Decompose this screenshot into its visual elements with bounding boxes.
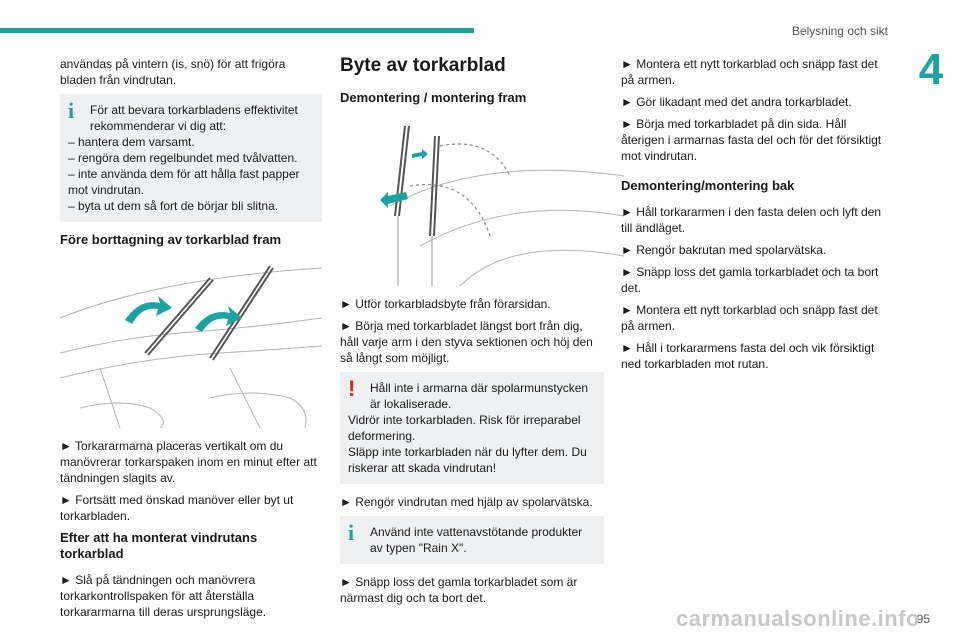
column-2: Byte av torkarblad Demontering / monteri…: [340, 55, 624, 612]
section-title: Belysning och sikt: [791, 24, 888, 38]
wiper-removal-illustration: [380, 125, 624, 286]
warn-first: Håll inte i armarna där spolarmunstycken…: [370, 381, 589, 411]
column-1: användas på vintern (is, snö) för att fr…: [60, 56, 322, 626]
info-first: Använd inte vattenavstötande produkter a…: [370, 525, 583, 555]
page-heading: Byte av torkarblad: [340, 55, 506, 76]
intro-text: användas på vintern (is, snö) för att fr…: [60, 57, 286, 87]
step-text: ► Montera ett nytt torkarblad och snäpp …: [621, 57, 878, 87]
step-text: ► Slå på tändningen och manövrera torkar…: [60, 573, 267, 619]
info-note: i För att bevara torkarbladens effektivi…: [60, 94, 322, 222]
step-text: ► Fortsätt med önskad manöver eller byt …: [60, 493, 294, 523]
step-text: ► Snäpp loss det gamla torkarbladet och …: [621, 265, 879, 295]
step-text: ► Börja med torkarbladet längst bort frå…: [340, 319, 593, 365]
watermark: carmanualsonline.info: [676, 606, 920, 631]
subheading-rear: Demontering/montering bak: [621, 178, 795, 193]
heading-after-mount: Efter att ha monterat vindrutans torkarb…: [60, 530, 258, 561]
note-item: – rengöra dem regelbundet med tvålvatten…: [68, 151, 298, 165]
step-text: ► Håll i torkararmens fasta del och vik …: [621, 341, 875, 371]
note-item: – hantera dem varsamt.: [68, 135, 195, 149]
note-item: – byta ut dem så fort de börjar bli slit…: [68, 199, 279, 213]
note-item: – inte använda dem för att hålla fast pa…: [68, 167, 300, 197]
step-text: ► Torkararmarna placeras vertikalt om du…: [60, 439, 317, 485]
page-number: 95: [916, 612, 930, 626]
header-accent-bar: [0, 28, 474, 33]
step-text: ► Montera ett nytt torkarblad och snäpp …: [621, 303, 878, 333]
wiper-vertical-illustration: [60, 265, 322, 428]
warn-line: Släpp inte torkarbladen när du lyfter de…: [348, 445, 587, 475]
step-text: ► Snäpp loss det gamla torkarbladet som …: [340, 575, 578, 605]
heading-before-removal: Före borttagning av torkarblad fram: [60, 232, 282, 247]
warn-line: Vidrör inte torkarbladen. Risk för irrep…: [348, 413, 581, 443]
step-text: ► Håll torkararmen i den fasta delen och…: [621, 205, 882, 235]
step-text: ► Gör likadant med det andra torkarblade…: [621, 95, 852, 109]
subheading-front: Demontering / montering fram: [340, 90, 527, 105]
info-icon: i: [68, 98, 75, 123]
info-note-rainx: i Använd inte vattenavstötande produkter…: [340, 516, 604, 564]
column-3: ► Montera ett nytt torkarblad och snäpp …: [621, 56, 887, 378]
step-text: ► Rengör vindrutan med hjälp av spolarvä…: [340, 495, 593, 509]
step-text: ► Rengör bakrutan med spolarvätska.: [621, 243, 827, 257]
note-first: För att bevara torkarbladens effektivite…: [90, 103, 298, 133]
chapter-number: 4: [902, 40, 960, 100]
step-text: ► Utför torkarbladsbyte från förarsidan.: [340, 297, 551, 311]
step-text: ► Börja med torkarbladet på din sida. Hå…: [621, 117, 882, 163]
warning-note: ! Håll inte i armarna där spolarmunstyck…: [340, 372, 604, 484]
info-icon: i: [348, 520, 355, 545]
warning-icon: !: [348, 376, 356, 401]
